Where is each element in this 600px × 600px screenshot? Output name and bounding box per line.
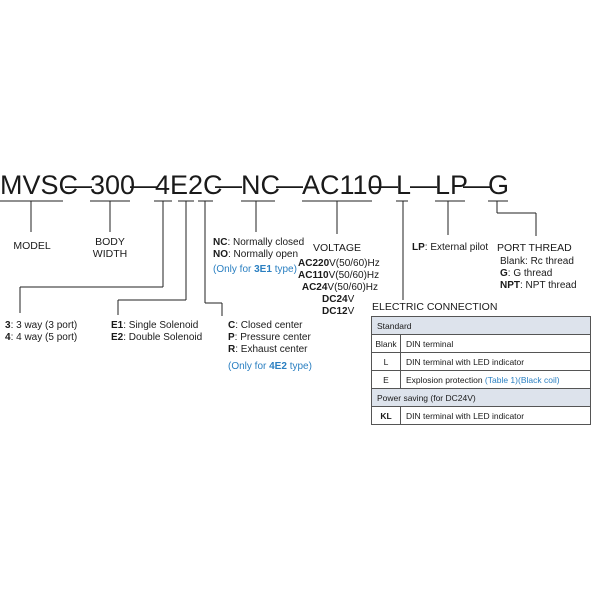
code-electric: L bbox=[396, 170, 412, 200]
port-thread-label: PORT THREAD bbox=[497, 242, 572, 254]
code-separator: — bbox=[130, 170, 157, 200]
voltage-list: AC220V(50/60)Hz AC110V(50/60)Hz AC24V(50… bbox=[298, 258, 380, 318]
list-item: E2: Double Solenoid bbox=[111, 332, 203, 343]
list-item: AC24V(50/60)Hz bbox=[301, 282, 378, 293]
list-item: G: G thread bbox=[500, 268, 553, 279]
center-note: (Only for 4E2 type) bbox=[228, 361, 312, 372]
code-model: MVSC bbox=[0, 170, 79, 200]
port-thread-list: Blank: Rc thread G: G thread NPT: NPT th… bbox=[500, 256, 577, 292]
list-item: NO: Normally open bbox=[213, 249, 299, 260]
list-item: AC110V(50/60)Hz bbox=[298, 270, 380, 281]
list-item: Blank: Rc thread bbox=[500, 256, 574, 267]
normal-list: NC: Normally closed NO: Normally open (O… bbox=[213, 237, 304, 276]
electric-connection-table: Standard Blank DIN terminal L DIN termin… bbox=[371, 316, 591, 425]
voltage-label: VOLTAGE bbox=[312, 242, 362, 254]
code-pilot: LP bbox=[435, 170, 469, 200]
table-cell: E bbox=[371, 370, 401, 389]
code-normal: NC bbox=[241, 170, 280, 200]
model-label: MODEL bbox=[13, 240, 51, 252]
table-cell: KL bbox=[371, 406, 401, 425]
table-cell: Blank bbox=[371, 334, 401, 353]
code-separator: — bbox=[410, 170, 437, 200]
list-item: DC24V bbox=[322, 294, 355, 305]
saving-header: Power saving (for DC24V) bbox=[371, 388, 591, 407]
pilot-item: LP: External pilot bbox=[412, 242, 489, 253]
list-item: NC: Normally closed bbox=[213, 237, 305, 248]
table-note: (Table 1)(Black coil) bbox=[484, 374, 560, 385]
table-cell: Explosion protection (Table 1)(Black coi… bbox=[400, 370, 591, 389]
code-separator: — bbox=[65, 170, 92, 200]
standard-header: Standard bbox=[371, 316, 591, 335]
list-item: AC220V(50/60)Hz bbox=[298, 258, 380, 269]
list-item: E1: Single Solenoid bbox=[111, 320, 199, 331]
center-list: C: Closed center P: Pressure center R: E… bbox=[228, 320, 312, 373]
code-body-width: 300 bbox=[90, 170, 136, 200]
table-row: E Explosion protection (Table 1)(Black c… bbox=[371, 370, 591, 389]
table-row: Blank DIN terminal bbox=[371, 334, 591, 353]
code-separator: — bbox=[371, 170, 398, 200]
table-cell: DIN terminal with LED indicator bbox=[400, 352, 591, 371]
body-width-line: WIDTH bbox=[92, 248, 128, 260]
body-width-line: BODY bbox=[95, 236, 125, 248]
electric-connection-title: ELECTRIC CONNECTION bbox=[372, 301, 498, 313]
table-row: Power saving (for DC24V) bbox=[371, 388, 591, 407]
code-separator: — bbox=[463, 170, 490, 200]
list-item: 4: 4 way (5 port) bbox=[5, 332, 78, 343]
list-item: C: Closed center bbox=[228, 320, 303, 331]
code-voltage: AC110 bbox=[302, 170, 383, 200]
table-cell: DIN terminal with LED indicator bbox=[400, 406, 591, 425]
list-item: DC12V bbox=[322, 306, 355, 317]
code-separator: — bbox=[215, 170, 242, 200]
code-separator: — bbox=[276, 170, 303, 200]
list-item: R: Exhaust center bbox=[228, 344, 308, 355]
list-item: 3: 3 way (3 port) bbox=[5, 320, 78, 331]
table-cell: L bbox=[371, 352, 401, 371]
table-cell: DIN terminal bbox=[400, 334, 591, 353]
normal-note: (Only for 3E1 type) bbox=[213, 264, 297, 275]
table-row: Standard bbox=[371, 316, 591, 335]
body-width-label: BODY WIDTH bbox=[82, 236, 138, 260]
table-row: KL DIN terminal with LED indicator bbox=[371, 406, 591, 425]
ways-list: 3: 3 way (3 port) 4: 4 way (5 port) bbox=[5, 320, 77, 344]
table-row: L DIN terminal with LED indicator bbox=[371, 352, 591, 371]
list-item: NPT: NPT thread bbox=[500, 280, 577, 291]
list-item: P: Pressure center bbox=[228, 332, 311, 343]
code-port-thread: G bbox=[488, 170, 510, 200]
solenoid-list: E1: Single Solenoid E2: Double Solenoid bbox=[111, 320, 202, 344]
code-type: 4E2C bbox=[155, 170, 223, 200]
